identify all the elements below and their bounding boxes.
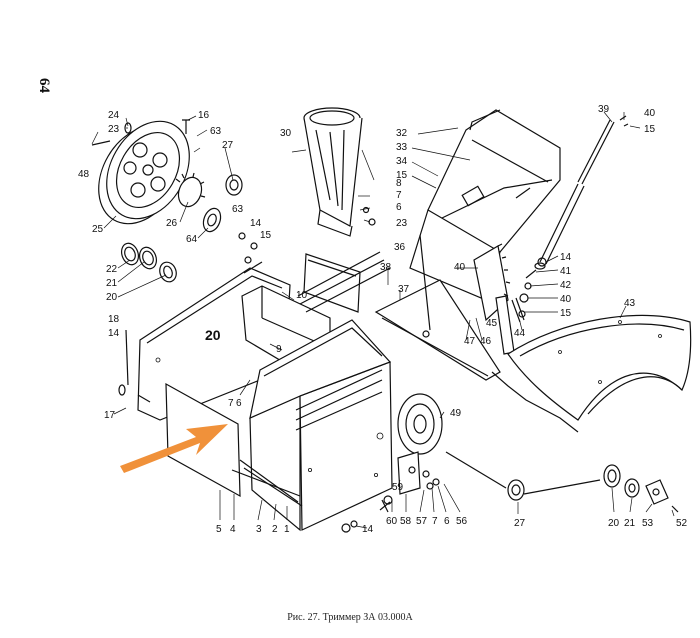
gas-strut (495, 111, 641, 355)
label-21: 21 (106, 278, 118, 289)
label-3: 3 (256, 524, 262, 535)
label-52: 52 (676, 518, 688, 529)
label-42: 42 (560, 280, 572, 291)
label-6-c: 6 (444, 516, 450, 527)
label-15-d: 15 (560, 308, 572, 319)
label-6: 6 (396, 202, 402, 213)
label-17: 17 (104, 410, 116, 421)
label-7-b: 7 (228, 398, 234, 409)
label-39: 39 (598, 104, 610, 115)
label-14-b: 14 (108, 328, 120, 339)
label-59: 59 (392, 482, 404, 493)
label-1: 1 (284, 524, 290, 535)
label-49: 49 (450, 408, 462, 419)
label-8: 8 (396, 178, 402, 189)
label-26: 26 (166, 218, 178, 229)
pointer-arrow (120, 424, 228, 473)
page-number: 64 (36, 78, 52, 94)
label-36: 36 (394, 242, 406, 253)
label-9: 9 (276, 344, 282, 355)
label-44: 44 (514, 328, 526, 339)
label-40-c: 40 (560, 294, 572, 305)
label-14: 14 (250, 218, 262, 229)
label-38: 38 (380, 262, 392, 273)
label-53: 53 (642, 518, 654, 529)
label-16: 16 (198, 110, 210, 121)
label-4: 4 (230, 524, 236, 535)
label-41: 41 (560, 266, 572, 277)
label-45: 45 (486, 318, 498, 329)
figure-caption: Рис. 27. Триммер ЗА 03.000А (287, 612, 413, 623)
label-27-b: 27 (514, 518, 526, 529)
label-23: 23 (108, 124, 120, 135)
label-15-c: 15 (644, 124, 656, 135)
feed-hopper (291, 107, 376, 237)
label-46: 46 (480, 336, 492, 347)
label-10: 10 (296, 290, 308, 301)
feeder-chute (374, 109, 561, 381)
label-57: 57 (416, 516, 428, 527)
label-33: 33 (396, 142, 408, 153)
label-23-b: 23 (396, 218, 408, 229)
discharge-chute (491, 305, 692, 433)
label-15: 15 (260, 230, 272, 241)
label-63-b: 63 (232, 204, 244, 215)
label-58: 58 (400, 516, 412, 527)
label-37: 37 (398, 284, 410, 295)
label-40-b: 40 (454, 262, 466, 273)
label-32: 32 (396, 128, 408, 139)
label-15-b: 15 (396, 170, 408, 181)
label-6-b: 6 (236, 398, 242, 409)
label-7-c: 7 (432, 516, 438, 527)
label-20: 20 (106, 292, 118, 303)
label-47: 47 (464, 336, 476, 347)
pulley-assembly (91, 115, 243, 298)
housing-body (165, 251, 461, 533)
label-7: 7 (396, 190, 402, 201)
label-22: 22 (106, 264, 118, 275)
part-labels: 48 24 23 16 63 27 26 64 25 22 21 20 63 1… (78, 104, 688, 535)
label-40: 40 (644, 108, 656, 119)
label-2: 2 (272, 524, 278, 535)
label-14-d: 14 (362, 524, 374, 535)
label-56: 56 (456, 516, 468, 527)
label-18: 18 (108, 314, 120, 325)
label-25: 25 (92, 224, 104, 235)
label-43: 43 (624, 298, 636, 309)
label-14-c: 14 (560, 252, 572, 263)
label-5: 5 (216, 524, 222, 535)
label-20-panel: 20 (205, 327, 221, 343)
label-64: 64 (186, 234, 198, 245)
label-21-b: 21 (624, 518, 636, 529)
label-30: 30 (280, 128, 292, 139)
label-63: 63 (210, 126, 222, 137)
label-48: 48 (78, 169, 90, 180)
label-27: 27 (222, 140, 234, 151)
shaft-parts (445, 451, 679, 517)
label-20-b: 20 (608, 518, 620, 529)
label-60: 60 (386, 516, 398, 527)
label-24: 24 (108, 110, 120, 121)
label-34: 34 (396, 156, 408, 167)
